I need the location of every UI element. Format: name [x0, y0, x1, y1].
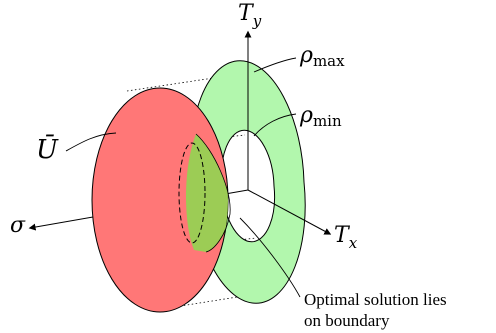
tx-label: Tx [334, 223, 358, 252]
sigma-label: σ [10, 213, 26, 238]
u-bar-label: Ū [36, 134, 59, 165]
annotation-line-2: on boundary [304, 311, 390, 330]
rho-max-label: ρmax [299, 43, 345, 70]
leader-lines [65, 57, 301, 298]
ty-label: Ty [238, 1, 262, 30]
rho-min-projection [178, 142, 206, 244]
rho-min-label: ρmin [299, 103, 342, 130]
cone-edge [195, 133, 231, 253]
overlap-region [186, 134, 228, 252]
annotation-line-1: Optimal solution lies [304, 290, 447, 309]
tx-axis [247, 189, 332, 235]
